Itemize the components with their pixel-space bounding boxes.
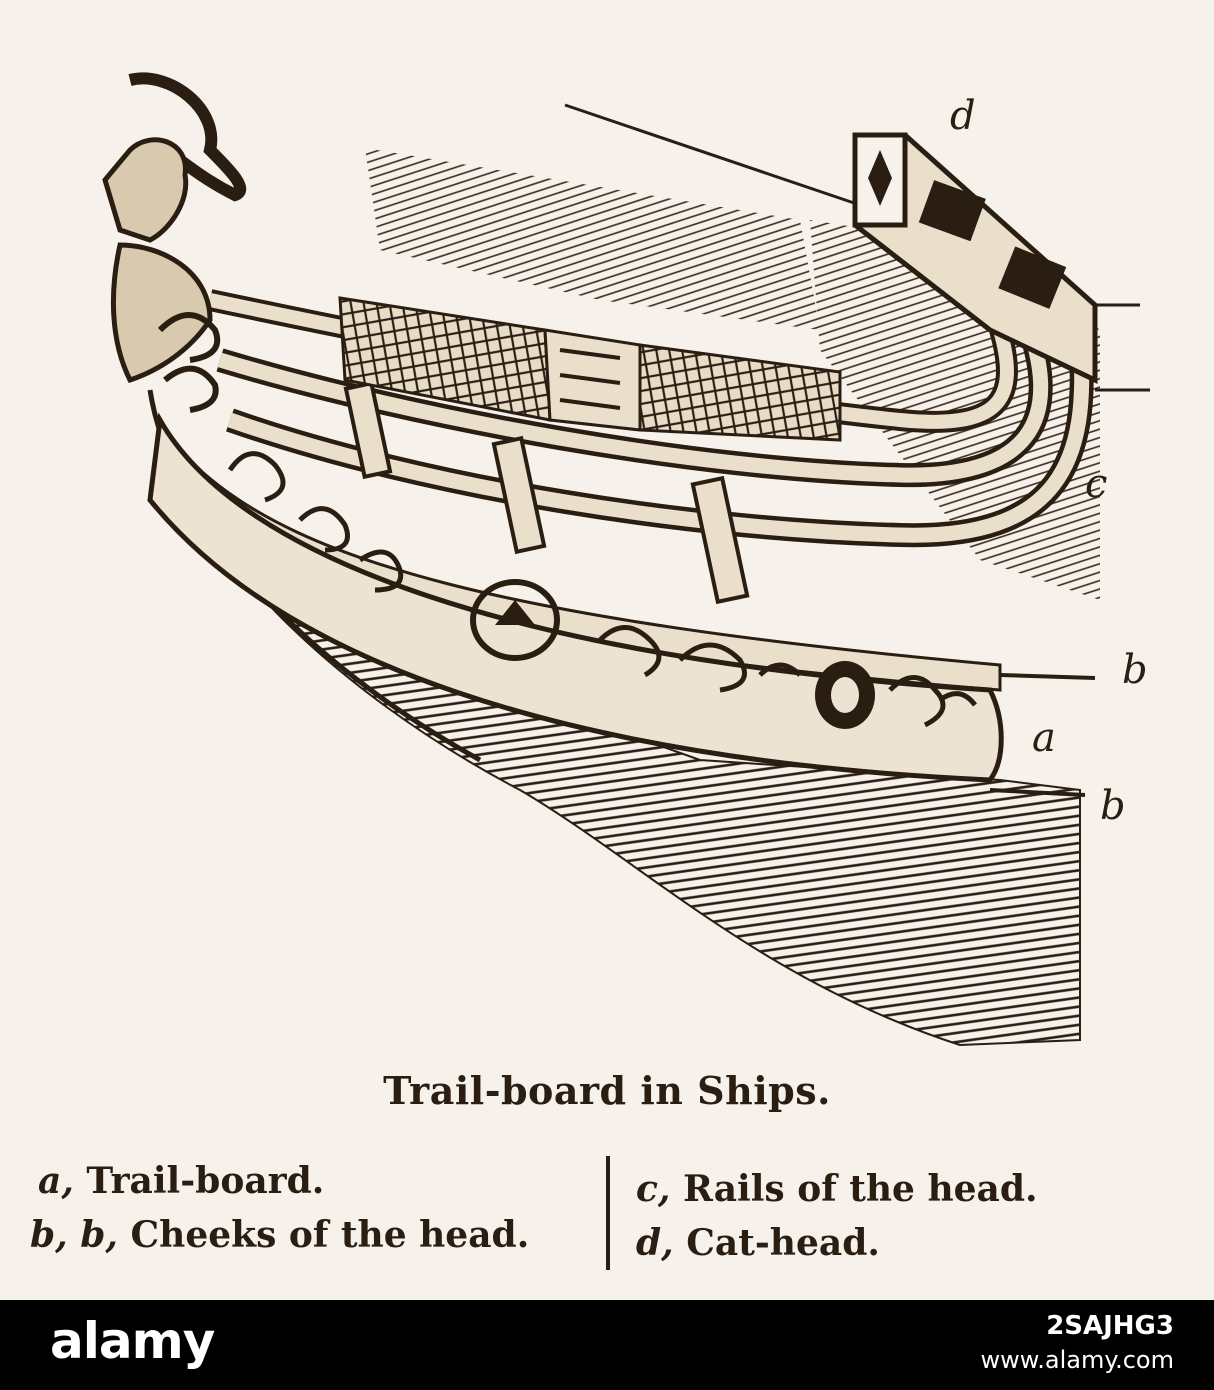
legend-divider	[606, 1156, 610, 1270]
image-id: 2SAJHG3	[1046, 1311, 1174, 1341]
legend-key: d,	[636, 1222, 674, 1264]
legend-item-c: c, Rails of the head.	[636, 1168, 1038, 1210]
legend-text: Cat-head.	[674, 1222, 880, 1264]
label-d: d	[950, 96, 976, 136]
legend-text: Cheeks of the head.	[118, 1214, 529, 1256]
legend-key: a,	[38, 1160, 74, 1202]
legend-key: c,	[636, 1168, 670, 1210]
label-b-lower: b	[1100, 786, 1126, 826]
diagram-title: Trail-board in Ships.	[0, 1068, 1214, 1113]
label-b-upper: b	[1122, 650, 1148, 690]
engraving-plate: d c b a b Trail-board in Ships. a, Trail…	[0, 0, 1214, 1300]
stock-url-link[interactable]: www.alamy.com	[981, 1346, 1174, 1374]
legend-item-d: d, Cat-head.	[636, 1222, 880, 1264]
legend-item-a: a, Trail-board.	[38, 1160, 324, 1202]
ship-head-engraving	[0, 0, 1214, 1060]
label-a: a	[1032, 718, 1056, 758]
legend-text: Rails of the head.	[670, 1168, 1037, 1210]
legend-text: Trail-board.	[74, 1160, 324, 1202]
label-c: c	[1085, 464, 1107, 504]
legend-item-b: b, b, Cheeks of the head.	[30, 1214, 529, 1256]
alamy-logo[interactable]: alamy	[50, 1312, 214, 1370]
legend-key: b, b,	[30, 1214, 118, 1256]
